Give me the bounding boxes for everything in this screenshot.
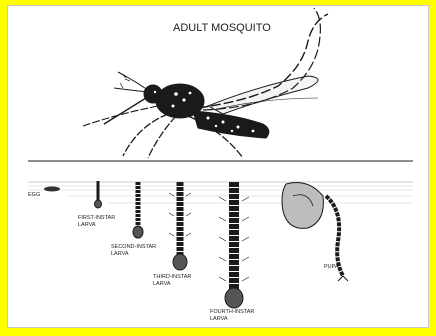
- third-instar-label-line2: LARVA: [153, 281, 171, 287]
- second-instar-label-line1: SECOND-INSTAR: [111, 244, 156, 250]
- second-instar-label-line2: LARVA: [111, 251, 129, 257]
- mosquito-life-cycle-diagram: ADULT MOSQUITO: [8, 6, 430, 329]
- first-instar-label-line2: LARVA: [78, 222, 96, 228]
- first-instar-label-line1: FIRST-INSTAR: [78, 215, 115, 221]
- diagram-title: ADULT MOSQUITO: [173, 22, 271, 34]
- fourth-instar-label-line2: LARVA: [210, 316, 228, 322]
- third-instar-larva-illustration: [169, 182, 191, 270]
- first-instar-larva-illustration: [95, 181, 102, 208]
- fourth-instar-label-line1: FOURTH-INSTAR: [210, 309, 254, 315]
- egg-label: EGG: [28, 192, 40, 198]
- fourth-instar-larva-illustration: [219, 182, 249, 308]
- second-instar-larva-illustration: [133, 182, 143, 238]
- pupa-label: PUPA: [324, 264, 339, 270]
- egg-illustration: [44, 187, 60, 192]
- illustration-panel: ADULT MOSQUITO: [7, 5, 429, 328]
- third-instar-label-line1: THIRD-INSTAR: [153, 274, 191, 280]
